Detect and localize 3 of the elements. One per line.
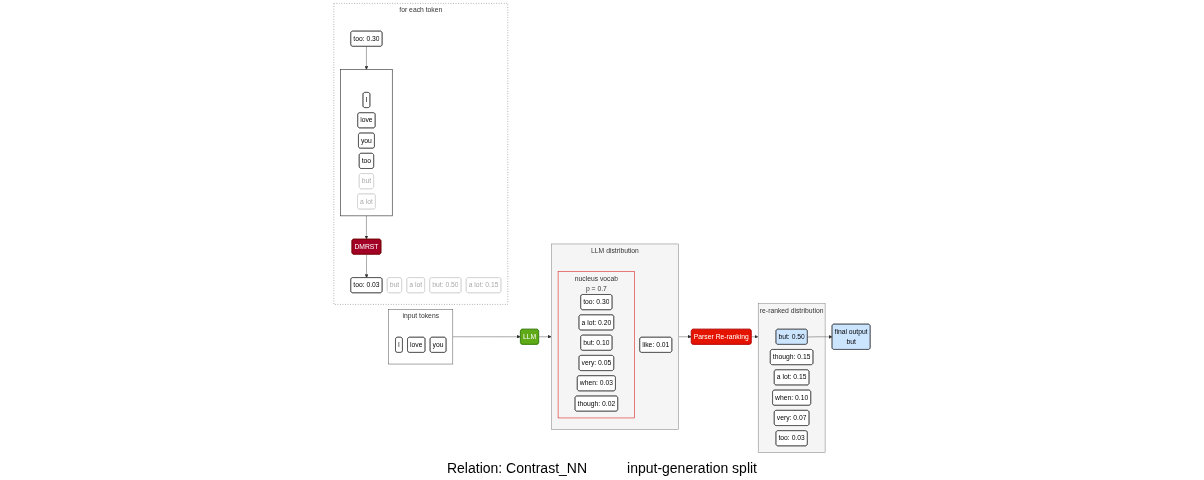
note-text: Relation: Contrast_NN <box>446 460 588 476</box>
cluster <box>340 69 393 217</box>
note-text: input-generation split <box>627 460 757 476</box>
